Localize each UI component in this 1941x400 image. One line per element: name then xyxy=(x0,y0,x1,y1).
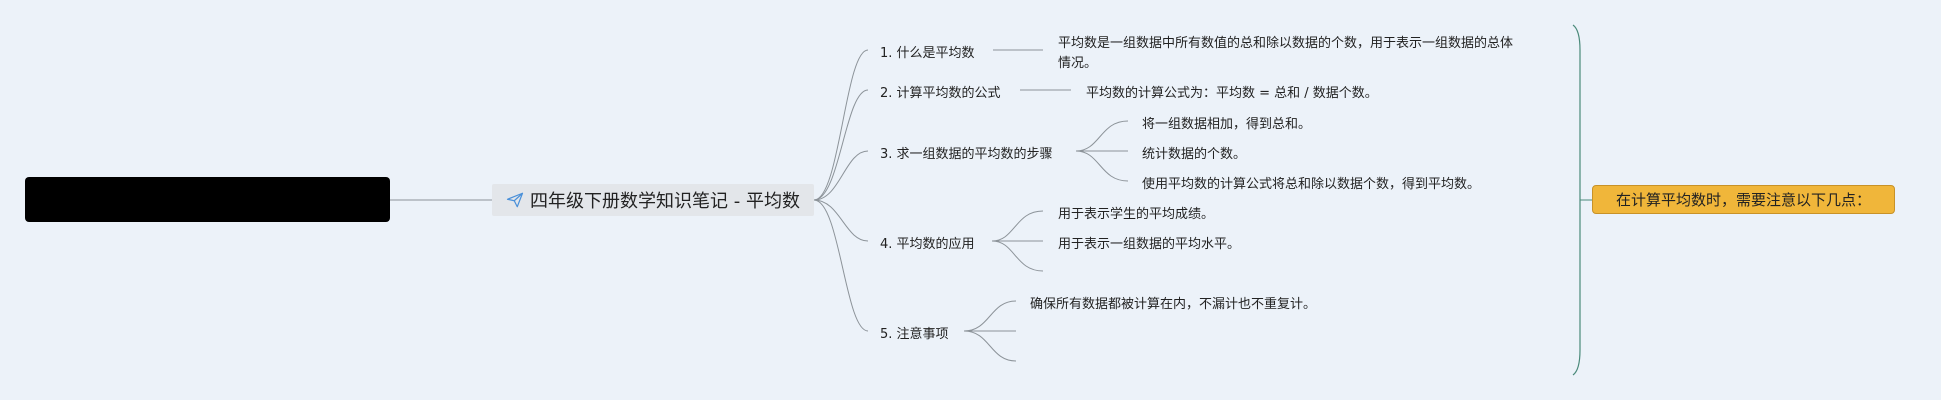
leaf-connector-4a xyxy=(991,210,1044,242)
leaf-3-2[interactable]: 统计数据的个数。 xyxy=(1142,147,1247,162)
leaf-connector-5a xyxy=(963,300,1017,332)
leaf-4-1[interactable]: 用于表示学生的平均成绩。 xyxy=(1058,207,1215,222)
central-topic[interactable]: 四年级下册数学知识笔记 - 平均数 xyxy=(492,184,814,216)
branch-connector-5 xyxy=(813,199,869,332)
branch-connector-3 xyxy=(813,150,869,201)
leaf-2-1[interactable]: 平均数的计算公式为：平均数 = 总和 / 数据个数。 xyxy=(1086,86,1378,101)
leaf-1-1[interactable]: 平均数是一组数据中所有数值的总和除以数据的个数，用于表示一组数据的总体 xyxy=(1058,36,1514,51)
branch-5-label[interactable]: 5. 注意事项 xyxy=(880,327,949,342)
branch-1-label[interactable]: 1. 什么是平均数 xyxy=(880,46,975,61)
paper-plane-icon xyxy=(506,192,524,208)
leaf-4-2[interactable]: 用于表示一组数据的平均水平。 xyxy=(1058,237,1241,252)
summary-bracket xyxy=(1572,24,1581,376)
central-topic-title: 四年级下册数学知识笔记 - 平均数 xyxy=(530,191,800,212)
summary-label: 在计算平均数时，需要注意以下几点： xyxy=(1615,191,1871,209)
branch-connector-4 xyxy=(813,199,869,242)
leaf-3-1[interactable]: 将一组数据相加，得到总和。 xyxy=(1142,117,1312,132)
leaf-connector-3a xyxy=(1075,120,1129,152)
leaf-1-1-continued: 情况。 xyxy=(1058,56,1098,71)
leaf-3-3[interactable]: 使用平均数的计算公式将总和除以数据个数，得到平均数。 xyxy=(1142,177,1481,192)
branch-4-label[interactable]: 4. 平均数的应用 xyxy=(880,237,975,252)
branch-3-label[interactable]: 3. 求一组数据的平均数的步骤 xyxy=(880,147,1053,162)
leaf-connector-5c xyxy=(963,330,1017,362)
branch-2-label[interactable]: 2. 计算平均数的公式 xyxy=(880,86,1001,101)
summary-topic[interactable]: 在计算平均数时，需要注意以下几点： xyxy=(1592,185,1895,214)
leaf-connector-4c xyxy=(991,240,1044,272)
root-topic-redacted[interactable] xyxy=(25,177,390,222)
branch-connector-2 xyxy=(813,89,869,201)
leaf-connector-3c xyxy=(1075,150,1129,182)
leaf-5-1[interactable]: 确保所有数据都被计算在内，不漏计也不重复计。 xyxy=(1030,297,1317,312)
branch-connector-1 xyxy=(813,49,869,201)
